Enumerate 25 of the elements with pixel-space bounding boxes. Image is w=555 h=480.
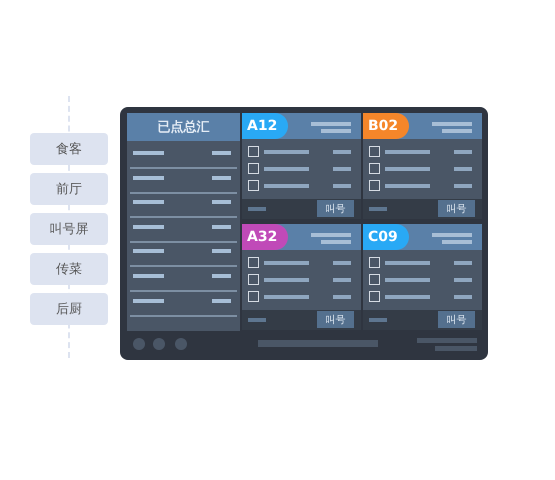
- order-number: B02: [368, 118, 398, 134]
- order-card: [363, 224, 482, 330]
- layer-box: [30, 173, 108, 205]
- call-button: 叫号: [438, 200, 475, 217]
- order-card: [242, 224, 361, 330]
- layer-box: [30, 133, 108, 165]
- layer-label: 食客: [56, 141, 82, 158]
- order-number: A12: [247, 118, 278, 134]
- call-button: 叫号: [317, 200, 354, 217]
- call-button: 叫号: [438, 311, 475, 328]
- panel-title: 已点总汇: [158, 119, 210, 136]
- order-number: C09: [368, 229, 398, 245]
- screen-frame: [120, 107, 488, 360]
- order-card: [242, 113, 361, 219]
- order-card: [363, 113, 482, 219]
- summary-panel: [127, 113, 240, 331]
- layer-box: [30, 293, 108, 325]
- layer-box: [30, 213, 108, 245]
- layer-box: [30, 253, 108, 285]
- layer-label: 前厅: [56, 181, 82, 198]
- layer-label: 叫号屏: [50, 221, 88, 238]
- layer-label: 后厨: [56, 301, 82, 318]
- call-button: 叫号: [317, 311, 354, 328]
- order-number: A32: [247, 229, 278, 245]
- layer-label: 传菜: [56, 261, 82, 278]
